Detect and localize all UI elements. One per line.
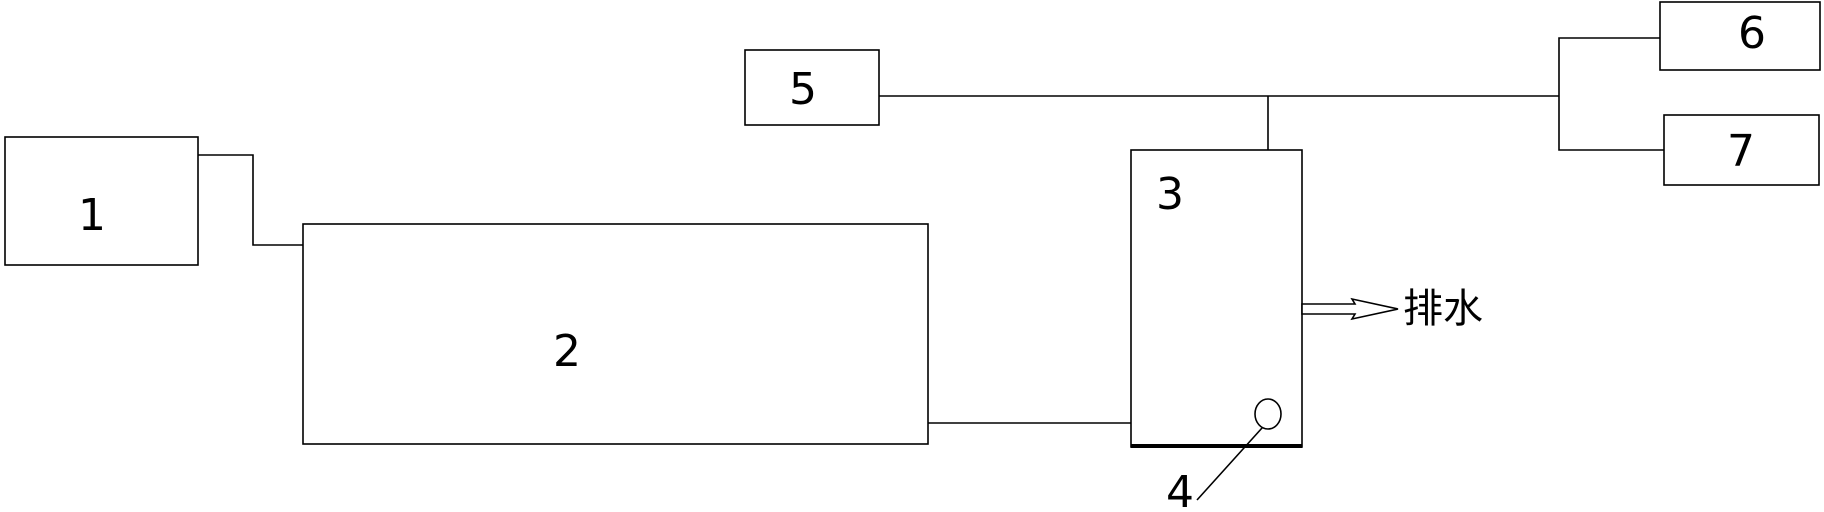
box-1 [4, 136, 199, 266]
connector-1-2 [198, 154, 303, 246]
leader-line-4 [1196, 427, 1263, 501]
box-6-label: 6 [1738, 8, 1766, 59]
box-7 [1663, 114, 1820, 186]
box-3-label: 3 [1156, 169, 1184, 220]
sensor-4 [1254, 398, 1282, 430]
connector-bus-6 [1558, 37, 1664, 151]
box-5-label: 5 [789, 64, 817, 115]
box-7-label: 7 [1727, 126, 1755, 177]
box-2-label: 2 [553, 326, 581, 377]
box-1-label: 1 [78, 190, 106, 241]
box-2 [302, 223, 929, 445]
box-3 [1130, 149, 1303, 448]
box-5 [744, 49, 880, 126]
drain-arrow-icon [1301, 297, 1399, 321]
box-6 [1659, 1, 1821, 71]
drain-outlet-label: 排水 [1403, 286, 1483, 332]
sensor-4-label: 4 [1166, 467, 1194, 512]
